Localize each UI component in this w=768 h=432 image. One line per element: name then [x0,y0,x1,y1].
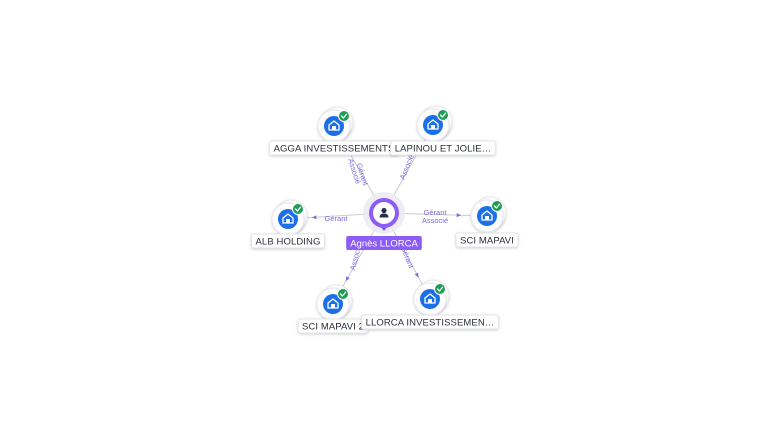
label-box [251,233,325,249]
edge-arrow-icon [345,276,350,282]
company-label: SCI MAPAVI 2 [297,318,369,334]
edge-arrow-icon [456,213,462,218]
label-box [455,232,519,248]
person-icon [379,207,389,218]
company-name: LLORCA INVESTISSEMEN… [366,317,495,328]
company-node[interactable]: LLORCA INVESTISSEMEN… [361,279,499,330]
company-name: SCI MAPAVI [460,235,514,246]
company-node[interactable]: AGGA INVESTISSEMENTS [269,106,399,156]
person-node[interactable]: Agnès LLORCA [346,192,422,250]
label-box [390,140,496,156]
check-icon [437,109,449,121]
building-icon [328,120,340,131]
company-label: AGGA INVESTISSEMENTS [269,140,399,156]
building-icon [282,213,294,224]
company-label: SCI MAPAVI [455,232,519,248]
company-name: ALB HOLDING [256,236,321,247]
edge-label: Gérant [424,208,448,217]
company-node[interactable]: SCI MAPAVI [455,196,519,248]
company-node[interactable]: LAPINOU ET JOLIE… [390,105,496,156]
company-node[interactable]: ALB HOLDING [251,199,325,249]
check-icon [434,283,446,295]
check-icon [337,288,349,300]
company-name: SCI MAPAVI 2 [302,321,364,332]
edge-label: Associé [422,216,448,225]
edge-arrow-icon [311,215,317,220]
check-icon [491,200,503,212]
edge-label: Associé [398,153,416,181]
company-label: LLORCA INVESTISSEMEN… [361,314,499,330]
edge-arrow-icon [414,272,419,278]
person-name: Agnès LLORCA [350,239,418,250]
company-node[interactable]: SCI MAPAVI 2 [297,284,369,334]
building-icon [424,293,436,304]
building-icon [427,119,439,130]
label-box [346,236,422,250]
building-icon [481,210,493,221]
company-name: LAPINOU ET JOLIE… [395,143,492,154]
edge-label: Gérant [325,214,349,223]
check-icon [292,203,304,215]
building-icon [327,298,339,309]
company-label: ALB HOLDING [251,233,325,249]
company-label: LAPINOU ET JOLIE… [390,140,496,156]
company-name: AGGA INVESTISSEMENTS [274,143,395,154]
label-box [361,314,499,330]
check-icon [338,110,350,122]
person-label: Agnès LLORCA [346,236,422,250]
